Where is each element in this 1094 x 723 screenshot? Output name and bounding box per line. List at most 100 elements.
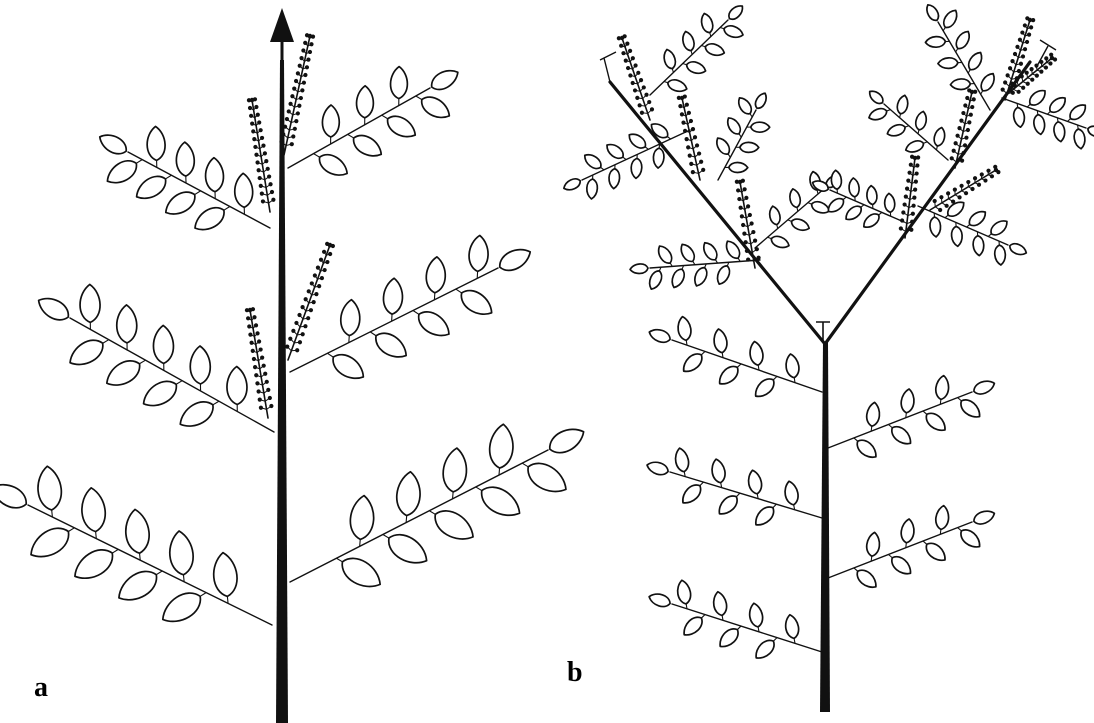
flower-bud xyxy=(736,188,740,192)
leaflet xyxy=(655,243,675,266)
leaflet xyxy=(456,285,496,321)
leaflet xyxy=(0,478,31,513)
leaflet xyxy=(496,244,534,275)
flower-bud xyxy=(1003,80,1007,84)
leaflet xyxy=(935,505,950,530)
flower-bud xyxy=(298,64,302,68)
leaflet xyxy=(953,29,972,52)
leaflet xyxy=(700,240,720,263)
flower-bud xyxy=(285,345,289,349)
leaflet xyxy=(752,637,778,663)
flower-bud xyxy=(310,281,314,285)
flower-bud xyxy=(328,252,332,256)
flower-bud xyxy=(1006,73,1010,77)
flower-bud xyxy=(313,273,317,277)
leaflet xyxy=(582,151,604,171)
flower-bud xyxy=(983,178,987,182)
flower-bud xyxy=(260,136,264,140)
flower-bud xyxy=(301,332,305,336)
flower-bud xyxy=(252,137,256,141)
leaflet xyxy=(716,625,742,651)
flower-bud xyxy=(1019,62,1023,66)
flower-bud xyxy=(631,81,635,85)
flower-bud xyxy=(1017,90,1021,94)
flower-bud xyxy=(945,204,949,208)
leaflet xyxy=(340,299,361,336)
leaflet xyxy=(168,530,195,576)
leaflet xyxy=(476,481,526,523)
flower-bud xyxy=(1018,38,1022,42)
flower-bud xyxy=(1001,88,1005,92)
flower-bud xyxy=(748,213,752,217)
leaflet xyxy=(414,306,454,342)
leaflet xyxy=(938,57,958,68)
flower-bud xyxy=(246,316,250,320)
flower-bud xyxy=(300,305,304,309)
flower-bud xyxy=(267,174,271,178)
flower-bud xyxy=(259,128,263,132)
flower-bud xyxy=(973,176,977,180)
growth-arrow-icon xyxy=(270,8,294,42)
leaflet xyxy=(322,105,339,137)
flower-bud xyxy=(963,103,967,107)
inflorescence xyxy=(285,242,335,360)
leaflet xyxy=(1008,241,1028,257)
flower-bud xyxy=(285,117,289,121)
inflorescence xyxy=(279,33,315,155)
flower-bud xyxy=(325,260,329,264)
leaflet xyxy=(1033,114,1046,135)
flower-bud xyxy=(740,214,744,218)
compound-leaf xyxy=(630,238,760,291)
compound-leaf xyxy=(828,505,997,592)
leaflet xyxy=(349,131,385,162)
petiolule xyxy=(360,539,361,546)
flower-bud xyxy=(900,218,904,222)
flower-bud xyxy=(301,48,305,52)
leaflet xyxy=(712,328,728,354)
inflorescence xyxy=(245,307,274,418)
flower-bud xyxy=(1044,56,1048,60)
inflorescence-axis xyxy=(1005,20,1030,100)
flower-bud xyxy=(251,349,255,353)
leaflet xyxy=(966,208,988,229)
flower-bud xyxy=(262,364,266,368)
flower-bud xyxy=(259,406,263,410)
flower-bud xyxy=(626,66,630,70)
rachis xyxy=(650,20,728,95)
petiolule xyxy=(165,175,171,179)
flower-bud xyxy=(960,159,964,163)
compound-leaf xyxy=(290,423,588,594)
petiolule xyxy=(413,310,419,314)
flower-bud xyxy=(691,127,695,131)
compound-leaf xyxy=(562,120,690,199)
flower-bud xyxy=(966,128,970,132)
leaflet xyxy=(383,278,404,315)
leaflet xyxy=(680,30,696,52)
leaflet xyxy=(933,126,947,147)
flower-bud xyxy=(266,167,270,171)
flower-bud xyxy=(959,184,963,188)
flower-bud xyxy=(953,188,957,192)
leaflet xyxy=(25,522,75,565)
flower-bud xyxy=(950,156,954,160)
leaflet xyxy=(935,375,950,400)
petiolule xyxy=(499,468,500,475)
petiolule xyxy=(336,558,342,562)
leaflet xyxy=(923,410,949,435)
leaflet xyxy=(784,353,800,379)
leaflet xyxy=(608,168,620,189)
petiolule xyxy=(52,510,53,517)
flower-bud xyxy=(288,337,292,341)
flower-bud xyxy=(266,388,270,392)
leaflet xyxy=(692,265,710,288)
flower-bud xyxy=(279,140,283,144)
flower-bud xyxy=(743,187,747,191)
flower-bud xyxy=(269,404,273,408)
leaflet xyxy=(153,325,174,363)
leaflet xyxy=(647,269,665,292)
flower-bud xyxy=(294,79,298,83)
flower-bud xyxy=(695,143,699,147)
inflorescence xyxy=(1001,16,1036,100)
leaflet xyxy=(867,88,886,106)
flower-bud xyxy=(1027,33,1031,37)
